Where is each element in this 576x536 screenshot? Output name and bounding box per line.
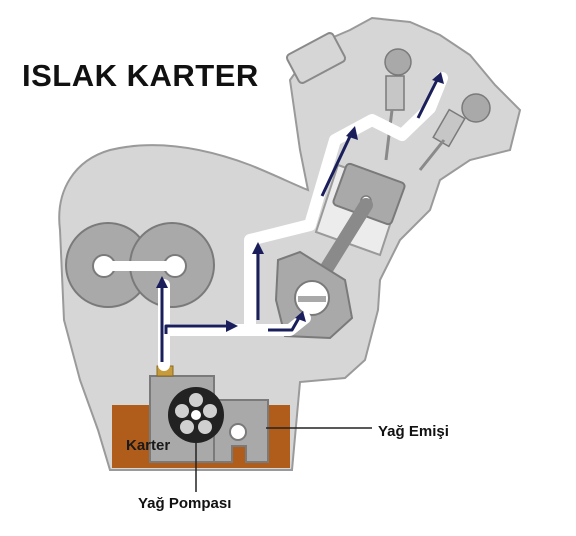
diagram-title: ISLAK KARTER: [22, 58, 259, 93]
gear-shaft-passage: [104, 261, 176, 271]
exhaust-cam: [461, 93, 491, 123]
intake-valve-spring: [385, 75, 405, 111]
oil-pump-label: Yağ Pompası: [138, 495, 232, 512]
pickup-inlet: [229, 423, 247, 441]
oil-flow-arrows: [160, 77, 440, 362]
flow-arrowheads: [156, 72, 444, 332]
exhaust-valve-stem: [418, 139, 446, 171]
sump-label: Karter: [126, 437, 171, 454]
flow-arrow-main-gallery: [164, 324, 230, 334]
oil-pump-center: [191, 410, 201, 420]
flow-arrow-crank: [268, 315, 302, 332]
oil-pickup-label: Yağ Emişi: [378, 423, 449, 440]
oil-pump-lobes: [175, 393, 217, 434]
flow-arrow-cylinder: [320, 131, 354, 197]
cam-cover: [285, 32, 347, 84]
flow-arrow-head-exit: [416, 77, 440, 119]
crank-oil-hole: [298, 296, 326, 302]
intake-cam: [384, 48, 412, 76]
